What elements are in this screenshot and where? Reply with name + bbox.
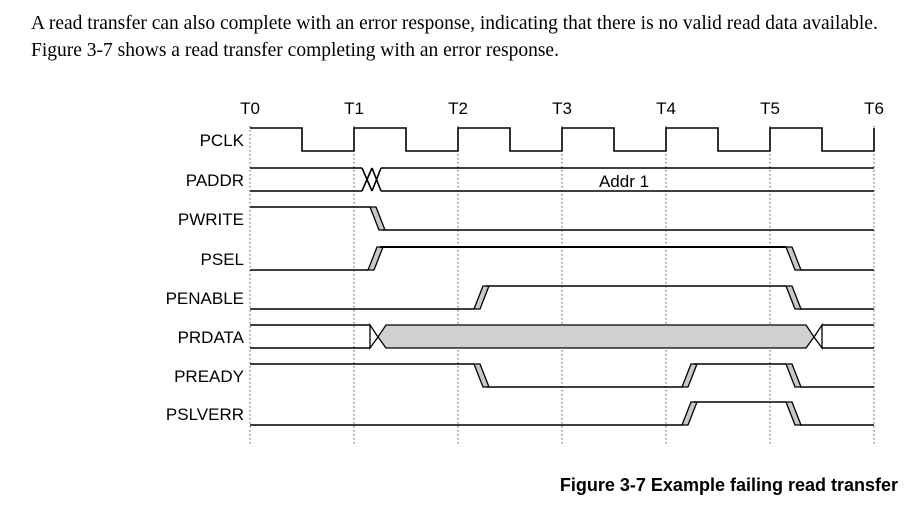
pslverr-fall-edge — [785, 401, 802, 426]
psel-fall-edge — [785, 246, 802, 271]
paddr-value-label: Addr 1 — [599, 172, 649, 191]
time-label: T6 — [864, 99, 884, 118]
pwrite-fall-edge — [369, 206, 386, 231]
signal-label-pclk: PCLK — [200, 131, 245, 150]
pready-fall-edge-2 — [785, 363, 802, 388]
prdata-entry-notch — [369, 322, 379, 350]
pready-rise-edge — [681, 363, 698, 388]
signal-label-pready: PREADY — [174, 367, 244, 386]
time-label: T4 — [656, 99, 676, 118]
timing-diagram: T0 T1 T2 T3 T4 T5 T6 PCLK PADDR PWRITE PSEL PENABL… — [0, 88, 924, 448]
signal-label-penable: PENABLE — [166, 289, 244, 308]
time-labels: T0 T1 T2 T3 T4 T5 T6 — [240, 99, 884, 118]
signal-label-pslverr: PSLVERR — [166, 405, 244, 424]
psel-rise-edge — [367, 246, 384, 271]
time-label: T3 — [552, 99, 572, 118]
figure-caption: Figure 3-7 Example failing read transfer — [559, 475, 898, 495]
time-label: T2 — [448, 99, 468, 118]
signal-label-psel: PSEL — [201, 250, 244, 269]
intro-paragraph: A read transfer can also complete with a… — [31, 13, 878, 61]
timing-diagram-canvas: T0 T1 T2 T3 T4 T5 T6 PCLK PADDR PWRITE PSEL PENABL… — [166, 99, 884, 444]
signal-label-paddr: PADDR — [186, 171, 244, 190]
paddr-transition-b — [371, 167, 382, 192]
penable-rise-edge — [473, 285, 490, 310]
signal-label-prdata: PRDATA — [178, 328, 245, 347]
penable-fall-edge — [785, 285, 802, 310]
signal-label-pwrite: PWRITE — [178, 210, 244, 229]
prdata-exit-notch — [813, 322, 823, 350]
time-label: T0 — [240, 99, 260, 118]
paddr-transition-a — [361, 167, 373, 192]
pready-fall-edge — [473, 363, 490, 388]
time-gridlines — [249, 126, 875, 444]
time-label: T1 — [344, 99, 364, 118]
signal-labels: PCLK PADDR PWRITE PSEL PENABLE PRDATA PREADY PS… — [166, 131, 245, 424]
pslverr-rise-edge — [681, 401, 698, 426]
prdata-invalid-data — [377, 324, 815, 349]
time-label: T5 — [760, 99, 780, 118]
pclk-waveform — [250, 127, 875, 152]
waveforms: Addr 1 — [250, 127, 875, 426]
